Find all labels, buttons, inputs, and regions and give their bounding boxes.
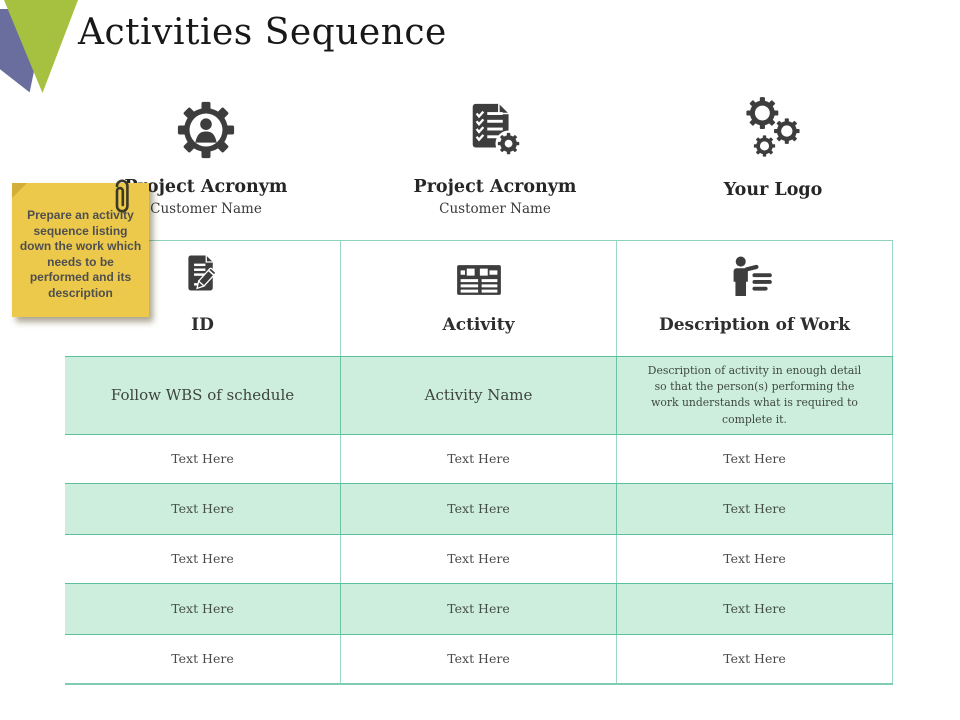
- activities-table: ID: [65, 240, 893, 685]
- page-title: Activities Sequence: [78, 12, 447, 53]
- table-header-description: Description of Work: [617, 241, 893, 343]
- cell-placeholder: Text Here: [341, 583, 617, 634]
- cell-placeholder: Text Here: [65, 434, 341, 483]
- cell-placeholder: Text Here: [341, 634, 617, 683]
- info-block-project-acronym-2: Project Acronym Customer Name: [380, 99, 610, 217]
- cell-placeholder: Text Here: [617, 534, 893, 583]
- sticky-note: Prepare an activity sequence listing dow…: [12, 179, 149, 317]
- cell-placeholder: Text Here: [617, 434, 893, 483]
- cell-placeholder: Text Here: [617, 483, 893, 534]
- person-list-icon: [728, 254, 782, 305]
- info-block-project-acronym-1: Project Acronym Customer Name: [91, 99, 321, 217]
- cell-placeholder: Text Here: [65, 634, 341, 683]
- info-subtitle: Customer Name: [439, 201, 551, 217]
- cell-placeholder: Text Here: [341, 483, 617, 534]
- column-label-id: ID: [191, 315, 214, 335]
- table-row: Text Here Text Here Text Here: [65, 482, 893, 535]
- info-subtitle: Customer Name: [150, 201, 262, 217]
- cell-id-sample: Follow WBS of schedule: [65, 357, 341, 434]
- document-edit-icon: [177, 249, 229, 305]
- info-title: Your Logo: [723, 180, 823, 200]
- cell-description-sample: Description of activity in enough detail…: [617, 357, 893, 434]
- info-title: Project Acronym: [413, 177, 577, 197]
- table-row: Text Here Text Here Text Here: [65, 434, 893, 483]
- cell-placeholder: Text Here: [617, 634, 893, 683]
- gear-person-icon: [175, 101, 237, 165]
- cell-placeholder: Text Here: [65, 534, 341, 583]
- table-row: Text Here Text Here Text Here: [65, 634, 893, 683]
- column-label-description: Description of Work: [658, 315, 851, 335]
- paperclip-icon: [110, 174, 134, 222]
- cell-placeholder: Text Here: [65, 583, 341, 634]
- info-block-your-logo: Your Logo: [658, 96, 888, 200]
- cell-placeholder: Text Here: [341, 434, 617, 483]
- table-header-activity: Activity: [341, 241, 617, 343]
- info-title: Project Acronym: [124, 177, 288, 197]
- sticky-note-text: Prepare an activity sequence listing dow…: [19, 208, 142, 300]
- table-grid-icon: [451, 259, 507, 305]
- cell-placeholder: Text Here: [341, 534, 617, 583]
- checklist-gear-icon: [464, 103, 526, 165]
- table-row: Follow WBS of schedule Activity Name Des…: [65, 356, 893, 435]
- table-row: Text Here Text Here Text Here: [65, 582, 893, 635]
- table-header-id: ID: [65, 241, 341, 343]
- cell-activity-sample: Activity Name: [341, 357, 617, 434]
- table-gap-row: [65, 343, 893, 356]
- table-header-row: ID: [65, 241, 893, 343]
- gears-icon: [739, 97, 807, 168]
- column-label-activity: Activity: [442, 315, 515, 335]
- table-row: Text Here Text Here Text Here: [65, 534, 893, 583]
- cell-placeholder: Text Here: [617, 583, 893, 634]
- cell-placeholder: Text Here: [65, 483, 341, 534]
